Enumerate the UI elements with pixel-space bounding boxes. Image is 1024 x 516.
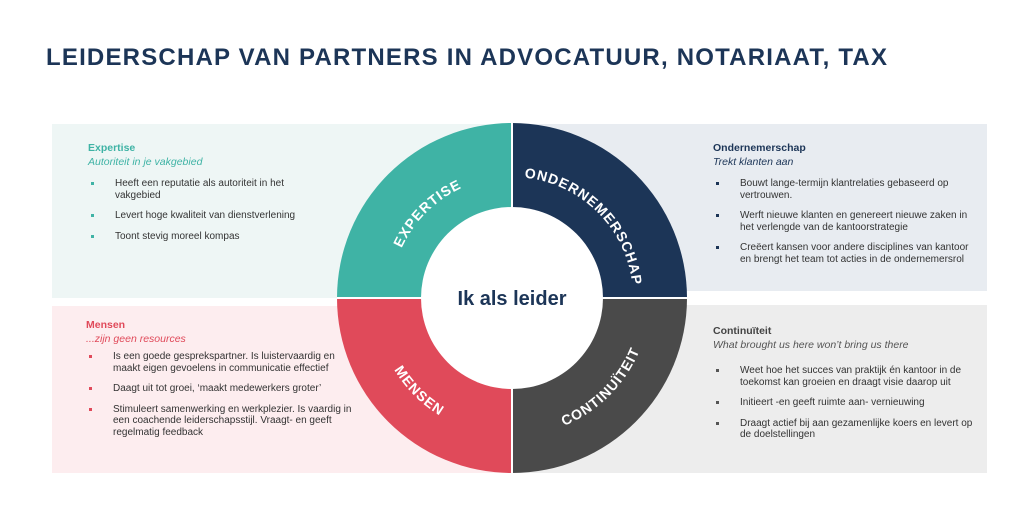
ondernemerschap-heading: Ondernemerschap: [713, 142, 806, 154]
list-item: Initieert -en geeft ruimte aan- vernieuw…: [713, 397, 973, 409]
page-title: LEIDERSCHAP VAN PARTNERS IN ADVOCATUUR, …: [46, 44, 889, 71]
center-label: Ik als leider: [458, 288, 567, 310]
expertise-heading: Expertise: [88, 142, 136, 154]
expertise-content: Expertise Autoriteit in je vakgebied Hee…: [88, 142, 328, 251]
list-item: Toont stevig moreel kompas: [88, 231, 328, 243]
list-item: Is een goede gesprekspartner. Is luister…: [86, 351, 356, 374]
list-item: Levert hoge kwaliteit van dienstverlenin…: [88, 210, 328, 222]
expertise-subtitle: Autoriteit in je vakgebied: [88, 155, 203, 168]
ondernemerschap-content: Ondernemerschap Trekt klanten aan Bouwt …: [713, 142, 973, 274]
mensen-heading: Mensen: [86, 319, 126, 331]
list-item: Werft nieuwe klanten en genereert nieuwe…: [713, 210, 973, 233]
list-item: Weet hoe het succes van praktijk én kant…: [713, 365, 973, 388]
mensen-subtitle: ...zijn geen resources: [86, 332, 186, 345]
center-circle: [421, 207, 603, 389]
continuiteit-subtitle: What brought us here won’t bring us ther…: [713, 338, 909, 351]
continuiteit-content: Continuïteit What brought us here won’t …: [713, 325, 973, 450]
list-item: Draagt actief bij aan gezamenlijke koers…: [713, 418, 973, 441]
list-item: Creëert kansen voor andere disciplines v…: [713, 242, 973, 265]
list-item: Stimuleert samenwerking en werkplezier. …: [86, 404, 356, 439]
mensen-content: Mensen ...zijn geen resources Is een goe…: [86, 319, 356, 447]
continuiteit-heading: Continuïteit: [713, 325, 772, 337]
list-item: Daagt uit tot groei, ‘maakt medewerkers …: [86, 383, 356, 395]
ondernemerschap-subtitle: Trekt klanten aan: [713, 155, 794, 168]
list-item: Bouwt lange-termijn klantrelaties gebase…: [713, 178, 973, 201]
list-item: Heeft een reputatie als autoriteit in he…: [88, 178, 328, 201]
